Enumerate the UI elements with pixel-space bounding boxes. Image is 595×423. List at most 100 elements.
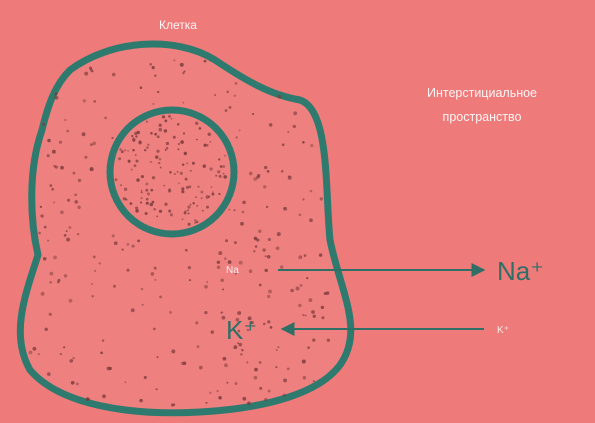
- nucleus-granule: [199, 127, 202, 130]
- cytoplasm-granule: [49, 281, 52, 284]
- nucleus-granule: [170, 213, 173, 216]
- nucleus-granule: [180, 140, 184, 144]
- cytoplasm-granule: [310, 190, 313, 193]
- cytoplasm-granule: [92, 142, 96, 146]
- nucleus-granule: [164, 203, 167, 206]
- nucleus-granule: [178, 182, 180, 184]
- nucleus-granule: [136, 160, 139, 163]
- cytoplasm-granule: [33, 347, 37, 351]
- nucleus-granule: [169, 171, 172, 174]
- cytoplasm-granule: [302, 141, 305, 144]
- cytoplasm-granule: [293, 125, 296, 128]
- cytoplasm-granule: [302, 314, 304, 316]
- cytoplasm-granule: [239, 261, 243, 265]
- cytoplasm-granule: [171, 349, 175, 353]
- nucleus-granule: [162, 115, 165, 118]
- nucleus-granule: [204, 144, 207, 147]
- nucleus-granule: [196, 221, 199, 224]
- cytoplasm-granule: [151, 272, 155, 276]
- cytoplasm-granule: [45, 328, 48, 331]
- cytoplasm-granule: [185, 249, 188, 252]
- cytoplasm-granule: [69, 299, 73, 303]
- nucleus-granule: [146, 202, 149, 205]
- cytoplasm-granule: [254, 237, 257, 240]
- cytoplasm-granule: [125, 381, 127, 383]
- nucleus-granule: [147, 144, 149, 146]
- nucleus-granule: [144, 149, 147, 152]
- cytoplasm-granule: [180, 63, 184, 67]
- cytoplasm-granule: [66, 230, 68, 232]
- nucleus-granule: [187, 209, 189, 211]
- interstitial-label-line2: пространство: [443, 110, 522, 124]
- nucleus-granule: [146, 121, 148, 123]
- nucleus-granule: [166, 142, 169, 145]
- cytoplasm-granule: [132, 245, 135, 248]
- cytoplasm-granule: [254, 376, 258, 380]
- cytoplasm-granule: [214, 94, 216, 96]
- cytoplasm-granule: [204, 60, 207, 63]
- cytoplasm-granule: [305, 315, 307, 317]
- nucleus-granule: [177, 171, 179, 173]
- nucleus-granule: [164, 129, 167, 132]
- nucleus-granule: [163, 185, 165, 187]
- nucleus-granule: [190, 204, 192, 206]
- cytoplasm-granule: [276, 349, 278, 351]
- cytoplasm-granule: [152, 103, 154, 105]
- cytoplasm-granule: [270, 326, 273, 329]
- cytoplasm-granule: [300, 284, 303, 287]
- nucleus-granule: [160, 167, 162, 169]
- cytoplasm-granule: [259, 387, 262, 390]
- nucleus-granule: [165, 149, 167, 151]
- cytoplasm-granule: [52, 150, 56, 154]
- nucleus-granule: [209, 167, 212, 170]
- cytoplasm-granule: [60, 166, 64, 170]
- nucleus-granule: [223, 175, 227, 179]
- cytoplasm-granule: [277, 232, 281, 236]
- cytoplasm-granule: [38, 232, 41, 235]
- cytoplasm-granule: [222, 288, 224, 290]
- cytoplasm-granule: [264, 398, 267, 401]
- cytoplasm-granule: [55, 96, 58, 99]
- nucleus-granule: [203, 164, 207, 168]
- cytoplasm-granule: [131, 308, 135, 312]
- cytoplasm-granule: [159, 295, 162, 298]
- cytoplasm-granule: [312, 339, 315, 342]
- cytoplasm-granule: [199, 366, 203, 370]
- cytoplasm-granule: [50, 272, 54, 276]
- cytoplasm-granule: [152, 66, 155, 69]
- nucleus-granule: [168, 115, 171, 118]
- cytoplasm-granule: [69, 359, 73, 363]
- nucleus-granule: [177, 148, 179, 150]
- nucleus-granule: [125, 198, 127, 200]
- nucleus-granule: [145, 189, 148, 192]
- cytoplasm-granule: [311, 310, 315, 314]
- cytoplasm-granule: [72, 357, 74, 359]
- cytoplasm-granule: [89, 67, 92, 70]
- cytoplasm-granule: [281, 170, 284, 173]
- cytoplasm-granule: [275, 366, 277, 368]
- cytoplasm-granule: [240, 222, 244, 226]
- cytoplasm-granule: [112, 234, 115, 237]
- cytoplasm-granule: [283, 393, 287, 397]
- cytoplasm-granule: [293, 111, 297, 115]
- cytoplasm-granule: [47, 139, 51, 143]
- cytoplasm-granule: [264, 166, 267, 169]
- nucleus-granule: [118, 157, 121, 160]
- cytoplasm-granule: [233, 345, 237, 349]
- nucleus-granule: [182, 218, 184, 220]
- cytoplasm-granule: [90, 167, 94, 171]
- nucleus-granule: [195, 196, 197, 198]
- cytoplasm-granule: [225, 239, 228, 242]
- nucleus-granule: [156, 150, 159, 153]
- cytoplasm-granule: [263, 323, 265, 325]
- cytoplasm-granule: [253, 250, 255, 252]
- nucleus-granule: [150, 189, 153, 192]
- cytoplasm-granule: [235, 82, 238, 85]
- nucleus-granule: [159, 158, 161, 160]
- cytoplasm-granule: [109, 367, 112, 370]
- nucleus-granule: [164, 119, 167, 122]
- cytoplasm-granule: [234, 241, 237, 244]
- cytoplasm-granule: [309, 218, 313, 222]
- cytoplasm-granule: [112, 73, 116, 77]
